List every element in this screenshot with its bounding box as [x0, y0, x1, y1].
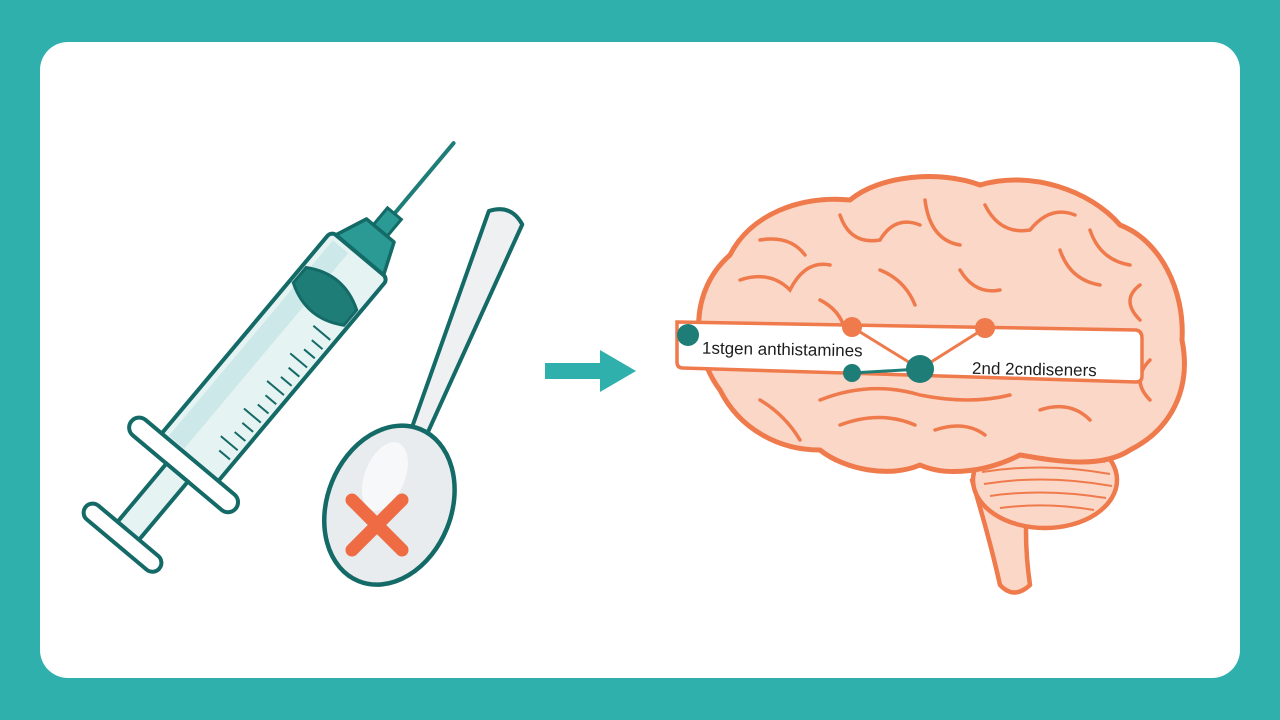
arrow-right-icon [545, 350, 636, 392]
brain-icon [675, 174, 1187, 595]
label-first-gen: 1stgen anthistamines [701, 338, 863, 361]
cross-icon [345, 493, 409, 557]
label-second-gen: 2nd 2cndiseners [971, 358, 1097, 381]
syringe-icon [81, 141, 456, 574]
